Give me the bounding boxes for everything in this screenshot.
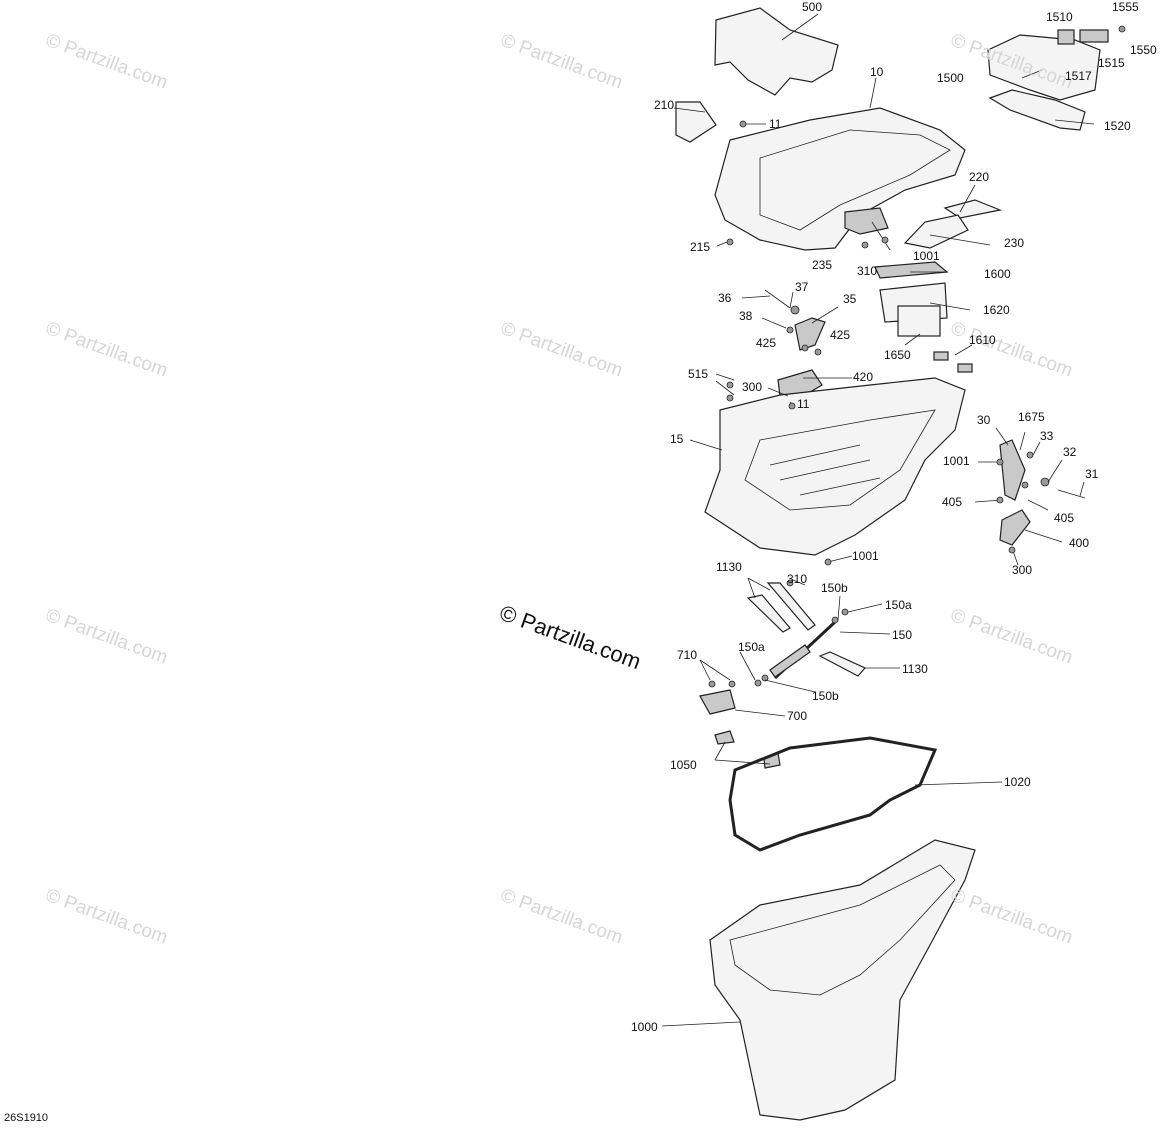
- part-37: [790, 305, 800, 315]
- callout-300: 300: [1012, 563, 1033, 577]
- part-32: [1040, 477, 1050, 487]
- callout-230: 230: [1004, 236, 1025, 250]
- callout-220: 220: [969, 170, 990, 184]
- callout-405: 405: [942, 495, 963, 509]
- part-150b-lower: [761, 674, 769, 682]
- callout-36: 36: [718, 291, 732, 305]
- callout-1130: 1130: [902, 662, 928, 676]
- part-1130-strap-a: [746, 594, 791, 633]
- callout-10: 10: [870, 65, 884, 79]
- callout-37: 37: [795, 280, 809, 294]
- callout-1001: 1001: [852, 549, 879, 563]
- callout-700: 700: [787, 709, 808, 723]
- part-150b-upper: [831, 616, 839, 624]
- callout-500: 500: [802, 0, 823, 14]
- callout-32: 32: [1063, 445, 1077, 459]
- callout-400: 400: [1069, 536, 1090, 550]
- callout-1610: 1610: [969, 333, 996, 347]
- part-1130-strap-b: [766, 582, 816, 631]
- callout-150a: 150a: [885, 598, 912, 612]
- callout-310: 310: [787, 572, 808, 586]
- callout-425: 425: [830, 328, 851, 342]
- callout-31: 31: [1085, 467, 1099, 481]
- callout-405: 405: [1054, 511, 1075, 525]
- callout-150b: 150b: [821, 581, 848, 595]
- part-150-spring: [769, 644, 811, 678]
- part-1050-a: [714, 730, 735, 745]
- part-400: [999, 509, 1031, 546]
- part-1001-latch: [844, 207, 889, 235]
- callout-215: 215: [690, 240, 711, 254]
- callout-1620: 1620: [983, 303, 1010, 317]
- part-150a-lower: [754, 679, 762, 687]
- callout-310: 310: [857, 264, 878, 278]
- callout-15: 15: [670, 432, 684, 446]
- part-1000-hull-tub: [709, 839, 976, 1121]
- part-210: [675, 101, 717, 143]
- part-1510: [1057, 29, 1075, 45]
- callout-1510: 1510: [1046, 10, 1073, 24]
- callout-1500: 1500: [937, 71, 964, 85]
- callout-38: 38: [739, 309, 753, 323]
- callout-1675: 1675: [1018, 410, 1045, 424]
- callout-150a: 150a: [738, 640, 765, 654]
- part-10-hood-frame: [714, 107, 966, 251]
- part-31: [1057, 489, 1086, 499]
- callout-515: 515: [688, 367, 709, 381]
- callout-35: 35: [843, 292, 857, 306]
- part-1020-gasket: [728, 736, 938, 852]
- part-15-storage-tub: [704, 377, 966, 556]
- callout-150: 150: [892, 628, 913, 642]
- callout-425: 425: [756, 336, 777, 350]
- callout-235: 235: [812, 258, 833, 272]
- callout-1001: 1001: [913, 249, 940, 263]
- part-35: [794, 317, 826, 351]
- callout-1600: 1600: [984, 267, 1011, 281]
- callout-1555: 1555: [1112, 0, 1139, 14]
- callout-1000: 1000: [631, 1020, 658, 1034]
- part-1550: [1079, 29, 1109, 43]
- part-38: [786, 326, 794, 334]
- callout-150b: 150b: [812, 689, 839, 703]
- part-230: [903, 214, 969, 249]
- callout-1130: 1130: [716, 560, 742, 574]
- part-1610-a: [933, 351, 949, 361]
- part-1610-b: [957, 363, 973, 373]
- callout-1001: 1001: [943, 454, 970, 468]
- part-1600: [874, 261, 949, 279]
- part-1500: [987, 34, 1101, 101]
- callout-1020: 1020: [1004, 775, 1031, 789]
- callout-1517: 1517: [1065, 69, 1092, 83]
- part-36: [764, 289, 791, 309]
- callout-11: 11: [769, 117, 782, 131]
- callout-1050: 1050: [670, 758, 697, 772]
- part-1555: [1118, 25, 1126, 33]
- part-1650: [897, 305, 941, 337]
- part-30: [999, 439, 1026, 501]
- part-500-cover: [714, 7, 839, 96]
- callout-1550: 1550: [1130, 43, 1157, 57]
- callout-1520: 1520: [1104, 119, 1131, 133]
- callout-710: 710: [677, 648, 698, 662]
- callout-33: 33: [1040, 429, 1054, 443]
- part-700: [699, 689, 736, 715]
- callout-420: 420: [853, 370, 874, 384]
- part-150a-upper: [841, 608, 849, 616]
- callout-11: 11: [797, 397, 810, 411]
- callout-300: 300: [742, 380, 763, 394]
- diagram-code: 26S1910: [4, 1112, 49, 1124]
- callout-1650: 1650: [884, 348, 911, 362]
- part-1520-gasket: [988, 89, 1086, 131]
- callout-1515: 1515: [1098, 56, 1125, 70]
- callout-210: 210: [654, 98, 675, 112]
- callout-30: 30: [977, 413, 991, 427]
- part-1130-strap-c: [818, 651, 866, 677]
- part-33: [1026, 451, 1034, 459]
- part-220: [943, 199, 1003, 219]
